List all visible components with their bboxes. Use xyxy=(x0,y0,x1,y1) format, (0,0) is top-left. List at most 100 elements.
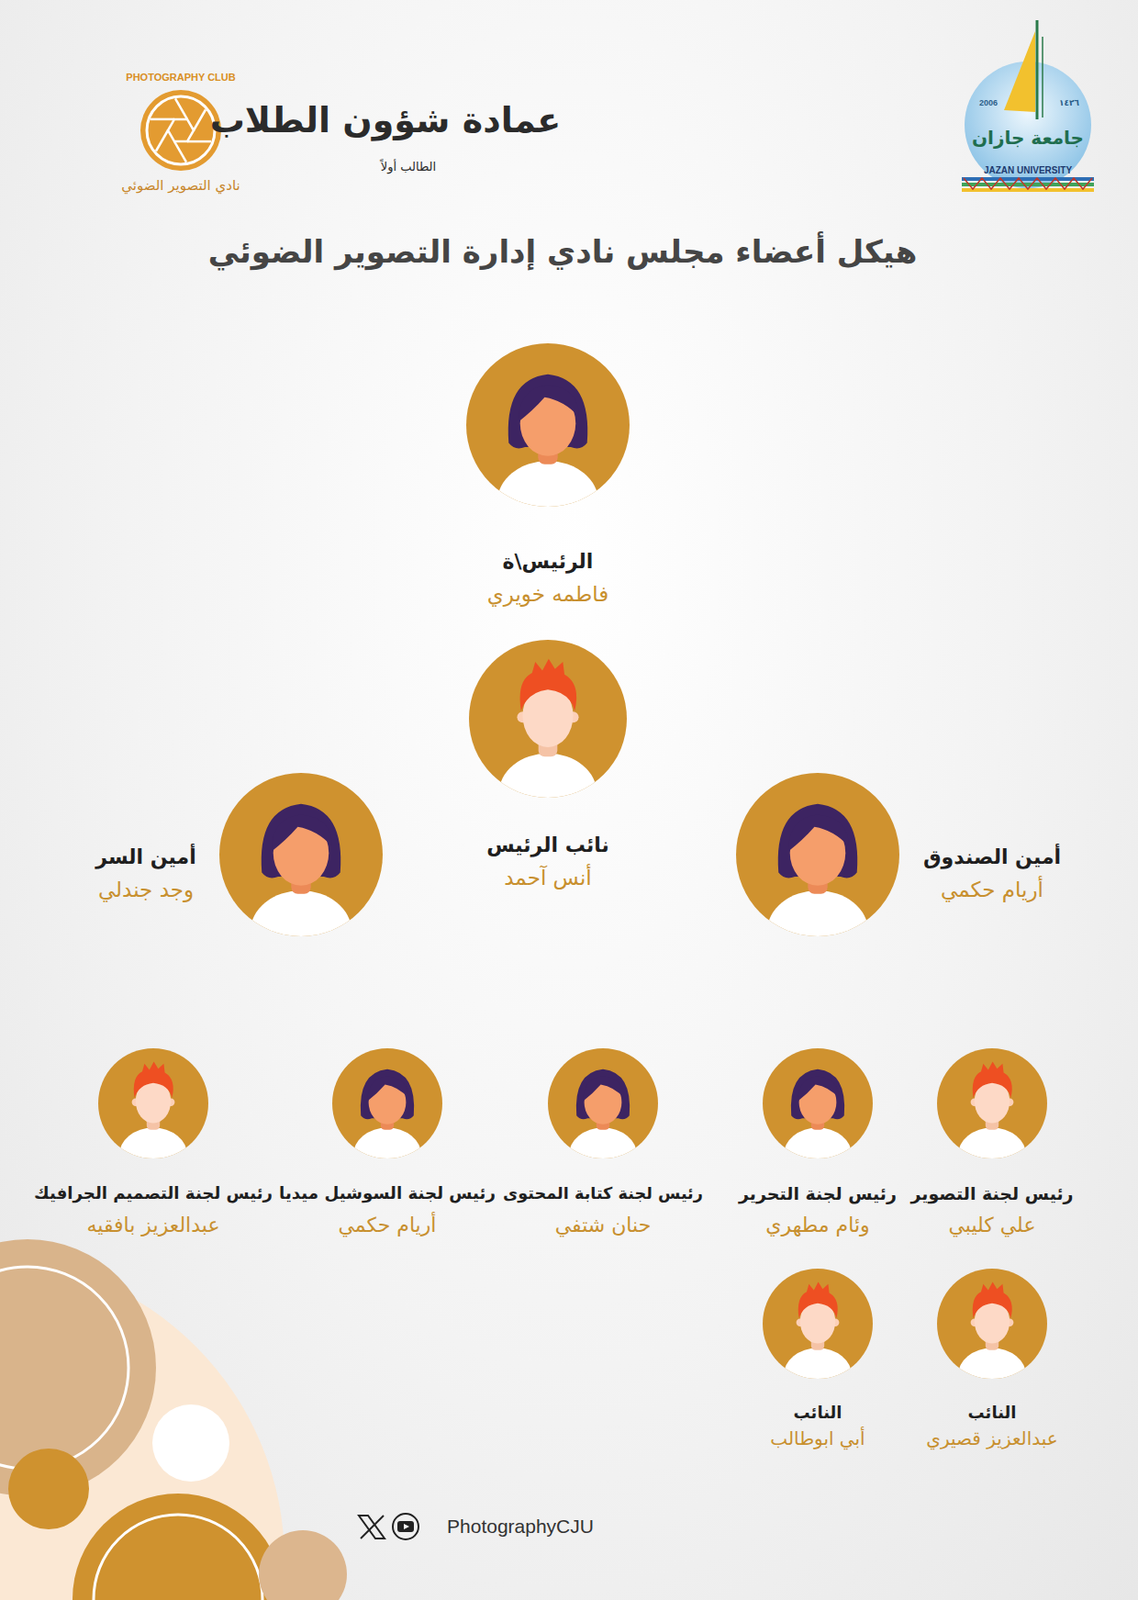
avatar-icon xyxy=(937,1268,1048,1379)
avatar-body xyxy=(119,1126,188,1159)
x-icon xyxy=(358,1515,385,1539)
avatar-icon xyxy=(937,1048,1048,1159)
blade xyxy=(156,130,168,152)
avatar-icon xyxy=(468,639,627,798)
avatar-body xyxy=(783,1126,852,1159)
member-name: وئام مطهري xyxy=(765,1212,870,1239)
avatar-hair xyxy=(520,658,578,712)
avatar-icon xyxy=(736,772,900,937)
avatar-body xyxy=(569,1126,637,1159)
avatar-fringe xyxy=(788,814,849,851)
member-name: علي كليبي xyxy=(948,1212,1036,1239)
avatar-body xyxy=(499,753,598,798)
member-card: رئيس لجنة التصميم الجرافيك عبدالعزيز بافق… xyxy=(33,1048,273,1239)
avatar-fringe xyxy=(367,1076,408,1102)
member-name: أريام حكمي xyxy=(940,876,1044,904)
member-name: عبدالعزيز بافقيه xyxy=(86,1212,220,1239)
role-title: النائب xyxy=(793,1401,843,1423)
member-card: رئيس لجنة السوشيل ميديا أريام حكمي xyxy=(278,1048,496,1239)
role-title: النائب xyxy=(968,1401,1017,1423)
member-card: رئيس لجنة التصوير علي كليبي xyxy=(910,1048,1073,1239)
member-name: أريام حكمي xyxy=(338,1212,437,1239)
avatar-fringe xyxy=(271,814,333,851)
tan-dot xyxy=(258,1529,347,1600)
gold-dot xyxy=(8,1448,90,1529)
role-title: نائب الرئيس xyxy=(486,832,610,860)
avatar-fringe xyxy=(797,1076,838,1102)
member-card: أمين الصندوق أريام حكمي xyxy=(736,772,1061,937)
avatar-body xyxy=(497,460,599,507)
avatar-body xyxy=(783,1347,852,1379)
x-stroke xyxy=(358,1515,385,1539)
avatar-fringe xyxy=(518,384,580,422)
member-card: الرئيس\ة فاطمه خويري xyxy=(466,343,630,609)
avatar-hair xyxy=(798,1281,838,1318)
logo-mast xyxy=(1036,20,1039,120)
youtube-icon xyxy=(392,1513,419,1540)
youtube-box xyxy=(397,1520,414,1532)
member-name: أنس آحمد xyxy=(503,864,592,893)
role-title: رئيس لجنة التحرير xyxy=(738,1182,897,1205)
avatar-icon xyxy=(98,1048,209,1159)
club-logo xyxy=(140,89,222,171)
avatar-icon xyxy=(466,343,630,507)
gold-circle xyxy=(72,1493,284,1600)
logo-year: 2006 xyxy=(979,98,998,110)
avatar-body xyxy=(958,1347,1027,1379)
member-name: عبدالعزيز قصيري xyxy=(926,1426,1058,1451)
avatar-body xyxy=(250,890,352,937)
logo-sail xyxy=(1004,31,1036,112)
logo-band xyxy=(961,182,1094,187)
avatar-icon xyxy=(219,772,383,937)
logo-text: JAZAN UNIVERSITY xyxy=(983,164,1072,177)
logo-text: عمادة شؤون الطلاب xyxy=(210,98,562,144)
logo-text: نادي التصوير الضوئي xyxy=(121,177,240,196)
member-name: فاطمه خويري xyxy=(487,580,609,609)
social-handle: PhotographyCJU xyxy=(446,1513,594,1539)
avatar-body xyxy=(767,890,869,937)
white-ring xyxy=(93,1514,263,1600)
avatar-body xyxy=(353,1126,422,1159)
university-logo xyxy=(961,20,1094,192)
role-title: رئيس لجنة السوشيل ميديا xyxy=(278,1182,496,1205)
blade xyxy=(174,141,187,163)
member-card: النائب عبدالعزيز قصيري xyxy=(926,1268,1058,1451)
blade xyxy=(187,140,212,144)
white-dot xyxy=(152,1404,230,1482)
member-name: أبي ابوطالب xyxy=(769,1426,865,1451)
logo-text: PHOTOGRAPHY CLUB xyxy=(125,70,235,84)
white-ring xyxy=(0,1266,129,1469)
blade xyxy=(150,118,175,122)
avatar-hair xyxy=(972,1281,1013,1318)
avatar-body xyxy=(958,1126,1027,1159)
avatar-icon xyxy=(762,1048,873,1159)
role-title: رئيس لجنة كتابة المحتوى xyxy=(502,1182,703,1205)
avatar-icon xyxy=(547,1048,659,1159)
role-title: أمين الصندوق xyxy=(923,844,1061,871)
logo-mast xyxy=(1041,36,1044,118)
aperture-blades xyxy=(150,98,212,162)
x-stroke xyxy=(360,1515,384,1539)
logo-year: ١٤٢٦ xyxy=(1059,98,1080,110)
role-title: رئيس لجنة التصوير xyxy=(910,1182,1073,1205)
member-card: نائب الرئيس أنس آحمد xyxy=(468,639,627,893)
avatar-hair xyxy=(133,1060,174,1098)
aperture xyxy=(167,119,194,142)
member-card: أمين السر وجد جندلي xyxy=(95,772,383,937)
role-title: الرئيس\ة xyxy=(502,548,594,576)
blade xyxy=(175,98,188,119)
logo-slogan: الطالب أولاً xyxy=(380,159,436,176)
blade xyxy=(193,110,206,132)
logo-text: جامعة جازان xyxy=(971,125,1084,150)
logo-zigzag xyxy=(963,178,1093,190)
member-card: النائب أبي ابوطالب xyxy=(762,1268,873,1451)
member-name: حنان شتفي xyxy=(555,1212,652,1239)
role-title: أمين السر xyxy=(95,844,196,871)
youtube-ring xyxy=(392,1513,419,1540)
logo-ring xyxy=(146,96,215,165)
avatar-icon xyxy=(762,1268,873,1379)
role-title: رئيس لجنة التصميم الجرافيك xyxy=(33,1182,273,1205)
member-name: وجد جندلي xyxy=(98,876,194,904)
logo-disc xyxy=(140,89,222,171)
